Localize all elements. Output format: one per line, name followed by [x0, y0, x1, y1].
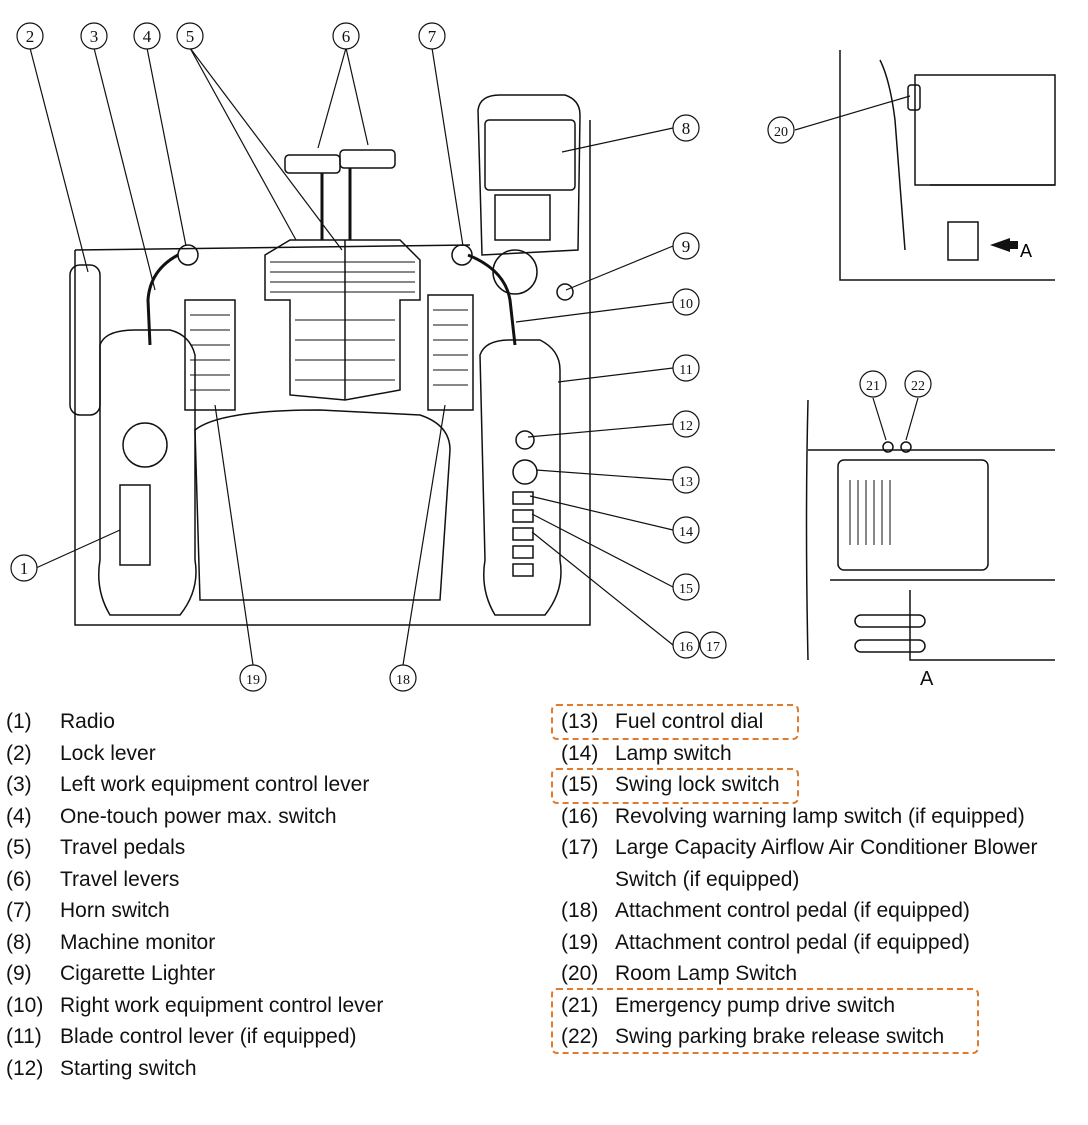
- legend-item: (3)Left work equipment control lever: [6, 773, 370, 796]
- callout-20: [767, 116, 795, 144]
- legend-item: (19)Attachment control pedal (if equippe…: [561, 931, 970, 954]
- callout-16-label: 16: [679, 640, 693, 655]
- highlight-box-21-22: [551, 988, 979, 1054]
- callout-22-label: 22: [911, 379, 925, 394]
- view-a-label: A: [920, 668, 934, 690]
- callout-2: [16, 22, 44, 50]
- callout-21: [859, 370, 887, 398]
- legend-item: (10)Right work equipment control lever: [6, 994, 384, 1017]
- callout-13-label: 13: [679, 475, 693, 490]
- legend-item: (16)Revolving warning lamp switch (if eq…: [561, 805, 1025, 828]
- callout-4-label: 4: [143, 27, 152, 46]
- callout-15-label: 15: [679, 582, 693, 597]
- callout-1-label: 1: [20, 559, 29, 578]
- callout-16: [672, 631, 700, 659]
- legend-item: (21)Emergency pump drive switch: [561, 994, 896, 1017]
- callout-12: [672, 410, 700, 438]
- legend-item: (14)Lamp switch: [561, 742, 732, 765]
- callout-6-label: 6: [342, 27, 351, 46]
- legend-item: (11)Blade control lever (if equipped): [6, 1025, 357, 1048]
- legend-item: (6)Travel levers: [6, 868, 180, 891]
- callout-11: [672, 354, 700, 382]
- callout-14-label: 14: [679, 525, 693, 540]
- legend-item: (9)Cigarette Lighter: [6, 962, 216, 985]
- operator-cab-diagram: A: [10, 22, 1056, 692]
- callout-3-label: 3: [90, 27, 99, 46]
- callout-22: [904, 370, 932, 398]
- callout-15: [672, 573, 700, 601]
- legend-item: (7)Horn switch: [6, 899, 170, 922]
- callout-5-label: 5: [186, 27, 195, 46]
- callout-9: [672, 232, 700, 260]
- callout-10-label: 10: [679, 297, 693, 312]
- callout-21-label: 21: [866, 379, 880, 394]
- legend-item: (2)Lock lever: [6, 742, 156, 765]
- callout-8-label: 8: [682, 119, 691, 138]
- callout-10: [672, 288, 700, 316]
- legend-item: (5)Travel pedals: [6, 836, 186, 859]
- legend-item: (1)Radio: [6, 710, 115, 733]
- callout-4: [133, 22, 161, 50]
- legend-item: (18)Attachment control pedal (if equippe…: [561, 899, 970, 922]
- callout-18: [389, 664, 417, 692]
- legend-item: (20)Room Lamp Switch: [561, 962, 798, 985]
- callout-7-label: 7: [428, 27, 437, 46]
- highlight-box-15: [551, 768, 799, 804]
- view-arrow-label: A: [1020, 241, 1032, 261]
- callout-18-label: 18: [396, 673, 410, 688]
- callout-13: [672, 466, 700, 494]
- callout-9-label: 9: [682, 237, 691, 256]
- callout-1: [10, 554, 38, 582]
- highlight-box-13: [551, 704, 799, 740]
- callout-6: [332, 22, 360, 50]
- callout-19-label: 19: [246, 673, 260, 688]
- callout-5: [176, 22, 204, 50]
- callout-12-label: 12: [679, 419, 693, 434]
- legend-item: (22)Swing parking brake release switch: [561, 1025, 945, 1048]
- legend-item: (8)Machine monitor: [6, 931, 216, 954]
- callout-14: [672, 516, 700, 544]
- legend-item: (12)Starting switch: [6, 1057, 197, 1080]
- callout-3: [80, 22, 108, 50]
- legend-item: (4)One-touch power max. switch: [6, 805, 337, 828]
- callout-19: [239, 664, 267, 692]
- legend-item: (15)Swing lock switch: [561, 773, 780, 796]
- callout-20-label: 20: [774, 125, 788, 140]
- legend-item: (13)Fuel control dial: [561, 710, 764, 733]
- callout-8: [672, 114, 700, 142]
- callout-7: [418, 22, 446, 50]
- callout-11-label: 11: [679, 363, 692, 378]
- callout-17: [699, 631, 727, 659]
- callout-2-label: 2: [26, 27, 35, 46]
- legend-item: (17)Large Capacity Airflow Air Condition…: [561, 836, 1038, 859]
- callout-17-label: 17: [706, 640, 720, 655]
